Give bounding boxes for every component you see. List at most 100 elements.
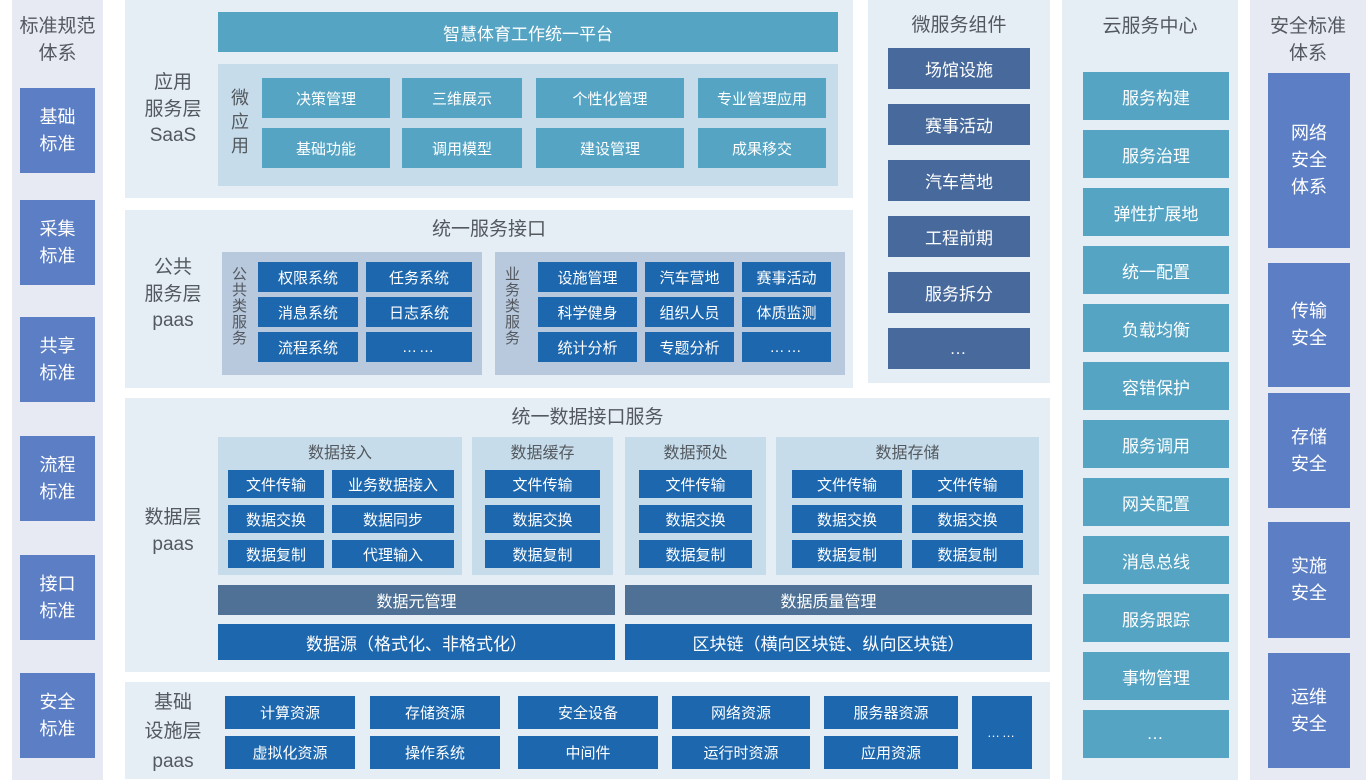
saas-app-block: 专业管理应用: [698, 78, 826, 118]
public-service-layer-label: 公共 服务层 paas: [144, 257, 202, 332]
saas-app-block: 决策管理: [262, 78, 390, 118]
data-access-block: 数据同步: [332, 505, 454, 533]
public-service-block: 任务系统: [366, 262, 472, 292]
microservice-block: 汽车营地: [888, 160, 1030, 201]
data-layer-label: 数据层 paas: [144, 507, 202, 555]
data-access-block: 业务数据接入: [332, 470, 454, 498]
cloud-service-block: 容错保护: [1083, 362, 1229, 410]
cloud-service-block: 服务构建: [1083, 72, 1229, 120]
infra-resource-block: 运行时资源: [672, 736, 810, 769]
data-storage-block: 文件传输: [912, 470, 1023, 498]
public-services-label: 公共类服务: [230, 266, 247, 346]
blockchain-bar: 区块链（横向区块链、纵向区块链）: [625, 624, 1032, 660]
data-cache-block: 数据复制: [485, 540, 600, 568]
security-standard-item: 网络 安全 体系: [1268, 73, 1350, 248]
data-access-title: 数据接入: [307, 445, 372, 462]
data-storage-block: 文件传输: [792, 470, 902, 498]
data-preprocess-block: 文件传输: [639, 470, 752, 498]
public-service-block: 消息系统: [258, 297, 358, 327]
data-storage-block: 数据复制: [912, 540, 1023, 568]
business-service-block: 设施管理: [538, 262, 637, 292]
microservice-block-more: …: [888, 328, 1030, 369]
cloud-service-block-more: …: [1083, 710, 1229, 758]
data-cache-block: 文件传输: [485, 470, 600, 498]
data-storage-title: 数据存储: [875, 445, 940, 462]
data-preprocess-block: 数据交换: [639, 505, 752, 533]
data-access-block: 数据复制: [228, 540, 324, 568]
infra-resource-block: 中间件: [518, 736, 658, 769]
cloud-service-block: 消息总线: [1083, 536, 1229, 584]
microservice-block: 服务拆分: [888, 272, 1030, 313]
cloud-service-block: 弹性扩展地: [1083, 188, 1229, 236]
saas-app-block: 调用模型: [402, 128, 522, 168]
infra-resource-block: 虚拟化资源: [225, 736, 355, 769]
data-cache-block: 数据交换: [485, 505, 600, 533]
business-service-block: 科学健身: [538, 297, 637, 327]
data-access-block: 代理输入: [332, 540, 454, 568]
security-standard-item: 存储 安全: [1268, 393, 1350, 508]
cloud-service-block: 网关配置: [1083, 478, 1229, 526]
security-standards-title: 安全标准 体系: [1269, 16, 1346, 64]
cloud-service-title: 云服务中心: [1102, 16, 1198, 37]
microservices-title: 微服务组件: [911, 15, 1007, 36]
business-service-block: 赛事活动: [742, 262, 831, 292]
business-service-block: 体质监测: [742, 297, 831, 327]
infra-resource-block: 服务器资源: [824, 696, 958, 729]
infra-resource-block: 网络资源: [672, 696, 810, 729]
business-service-block: 组织人员: [645, 297, 734, 327]
public-service-block-more: ……: [366, 332, 472, 362]
business-service-block: 汽车营地: [645, 262, 734, 292]
saas-app-block: 基础功能: [262, 128, 390, 168]
data-cache-title: 数据缓存: [510, 445, 575, 462]
standards-sidebar-title: 标准规范 体系: [19, 16, 96, 64]
infra-resource-block: 操作系统: [370, 736, 500, 769]
infra-resource-block: 存储资源: [370, 696, 500, 729]
security-standard-item: 传输 安全: [1268, 263, 1350, 387]
security-standard-item: 实施 安全: [1268, 522, 1350, 638]
cloud-service-block: 服务治理: [1083, 130, 1229, 178]
standard-item: 共享 标准: [20, 317, 95, 402]
data-meta-management-bar: 数据元管理: [218, 585, 615, 615]
security-standard-item: 运维 安全: [1268, 653, 1350, 768]
standard-item: 采集 标准: [20, 200, 95, 285]
standard-item: 流程 标准: [20, 436, 95, 521]
business-service-block: 统计分析: [538, 332, 637, 362]
infra-resource-block: 计算资源: [225, 696, 355, 729]
infra-resource-block: 安全设备: [518, 696, 658, 729]
microservice-block: 场馆设施: [888, 48, 1030, 89]
data-storage-block: 数据复制: [792, 540, 902, 568]
data-access-block: 文件传输: [228, 470, 324, 498]
cloud-service-block: 统一配置: [1083, 246, 1229, 294]
infrastructure-layer-label: 基础 设施层 paas: [144, 692, 202, 772]
saas-app-block: 三维展示: [402, 78, 522, 118]
cloud-service-block: 服务调用: [1083, 420, 1229, 468]
data-source-bar: 数据源（格式化、非格式化）: [218, 624, 615, 660]
platform-title-bar: 智慧体育工作统一平台: [218, 12, 838, 52]
data-preprocess-title: 数据预处: [663, 445, 728, 462]
business-service-block-more: ……: [742, 332, 831, 362]
data-preprocess-block: 数据复制: [639, 540, 752, 568]
standard-item: 安全 标准: [20, 673, 95, 758]
infra-more-block: ……: [972, 696, 1032, 769]
data-quality-management-bar: 数据质量管理: [625, 585, 1032, 615]
data-storage-block: 数据交换: [792, 505, 902, 533]
public-service-block: 权限系统: [258, 262, 358, 292]
standard-item: 基础 标准: [20, 88, 95, 173]
cloud-service-block: 服务跟踪: [1083, 594, 1229, 642]
infra-resource-block: 应用资源: [824, 736, 958, 769]
cloud-service-block: 负载均衡: [1083, 304, 1229, 352]
unified-service-interface-title: 统一服务接口: [431, 219, 546, 240]
microservice-block: 赛事活动: [888, 104, 1030, 145]
microservice-block: 工程前期: [888, 216, 1030, 257]
cloud-service-block: 事物管理: [1083, 652, 1229, 700]
micro-app-label: 微应用: [229, 88, 249, 160]
data-storage-block: 数据交换: [912, 505, 1023, 533]
public-service-block: 日志系统: [366, 297, 472, 327]
public-service-block: 流程系统: [258, 332, 358, 362]
unified-data-interface-title: 统一数据接口服务: [511, 407, 664, 428]
saas-app-block: 个性化管理: [536, 78, 684, 118]
saas-app-block: 成果移交: [698, 128, 826, 168]
business-service-block: 专题分析: [645, 332, 734, 362]
standard-item: 接口 标准: [20, 555, 95, 640]
